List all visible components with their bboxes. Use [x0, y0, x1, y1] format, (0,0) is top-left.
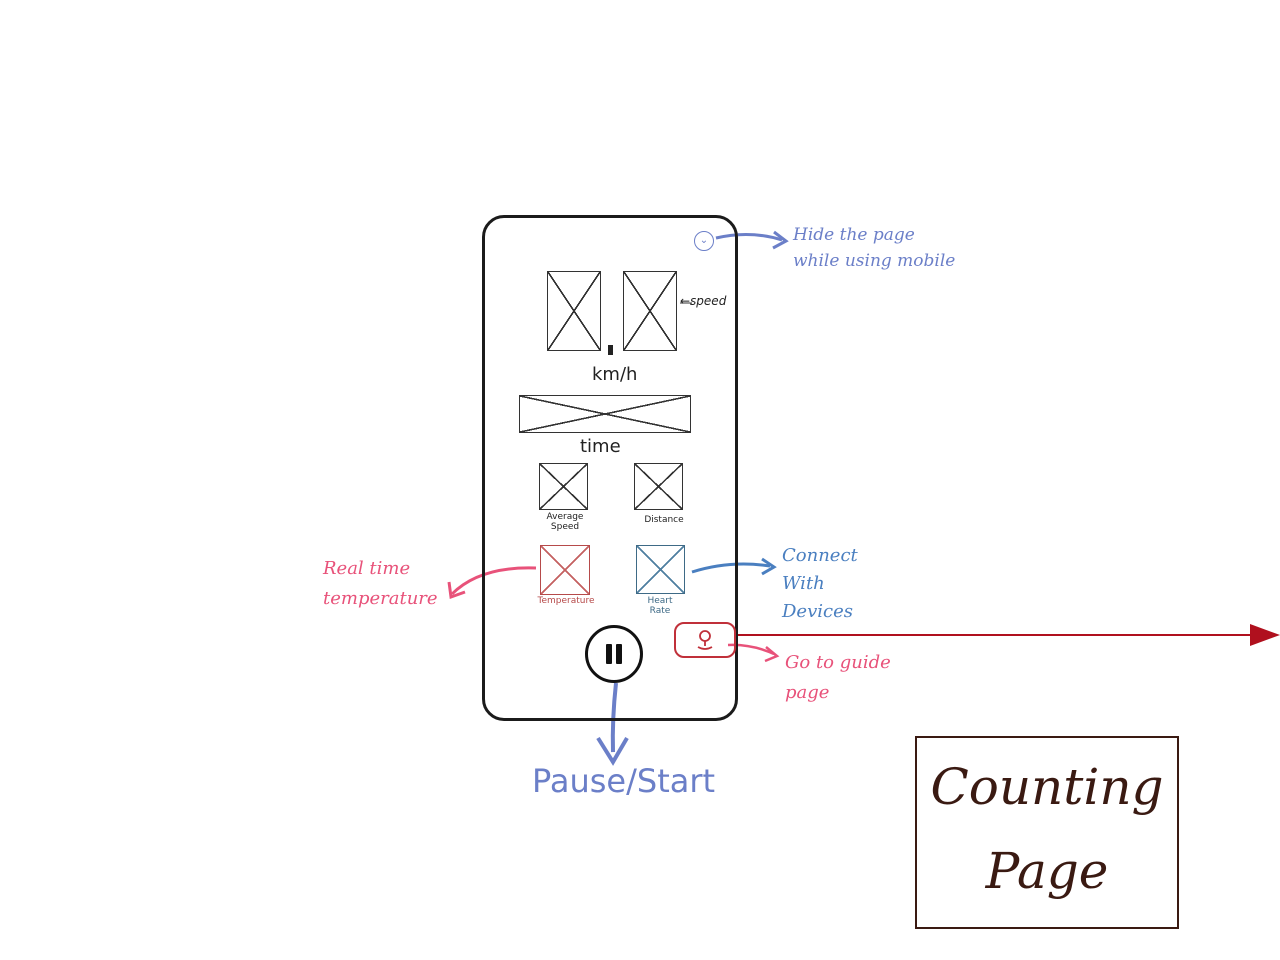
temperature-note: Real time temperature	[323, 558, 438, 609]
heart-rate-label: Heart Rate	[647, 596, 673, 616]
guide-note: Go to guide page	[785, 652, 891, 703]
connect-devices-note: Connect With Devices	[782, 545, 858, 622]
distance-label: Distance	[644, 515, 684, 525]
speed-digit-1	[547, 271, 601, 351]
distance-value	[634, 463, 683, 510]
average-speed-value	[539, 463, 588, 510]
page-title-line2: Page	[985, 842, 1109, 900]
pause-start-button[interactable]	[585, 625, 643, 683]
chevron-down-icon: ⌄	[699, 235, 709, 246]
temperature-arrow	[450, 566, 537, 596]
phone-frame	[482, 215, 738, 721]
location-pin-icon	[697, 630, 713, 650]
heart-rate-value[interactable]	[636, 545, 685, 594]
time-display	[519, 395, 691, 433]
temperature-value	[540, 545, 590, 595]
guide-page-button[interactable]	[674, 622, 736, 658]
pause-start-note: Pause/Start	[532, 762, 716, 800]
average-speed-label: Average Speed	[546, 512, 584, 532]
time-label: time	[580, 436, 621, 457]
hide-page-button[interactable]: ⌄	[694, 231, 714, 251]
page-title-line1: Counting	[930, 758, 1164, 816]
guide-arrow	[727, 643, 775, 656]
speed-pointer-label: ←speed	[680, 294, 727, 308]
pause-icon	[604, 644, 624, 664]
speed-digit-2	[623, 271, 677, 351]
page-title-box: Counting Page	[915, 736, 1179, 929]
connect-arrow	[691, 562, 771, 574]
temperature-label: Temperature	[537, 596, 595, 606]
hide-page-note: Hide the page while using mobile	[793, 225, 956, 271]
speed-unit: km/h	[592, 364, 638, 385]
